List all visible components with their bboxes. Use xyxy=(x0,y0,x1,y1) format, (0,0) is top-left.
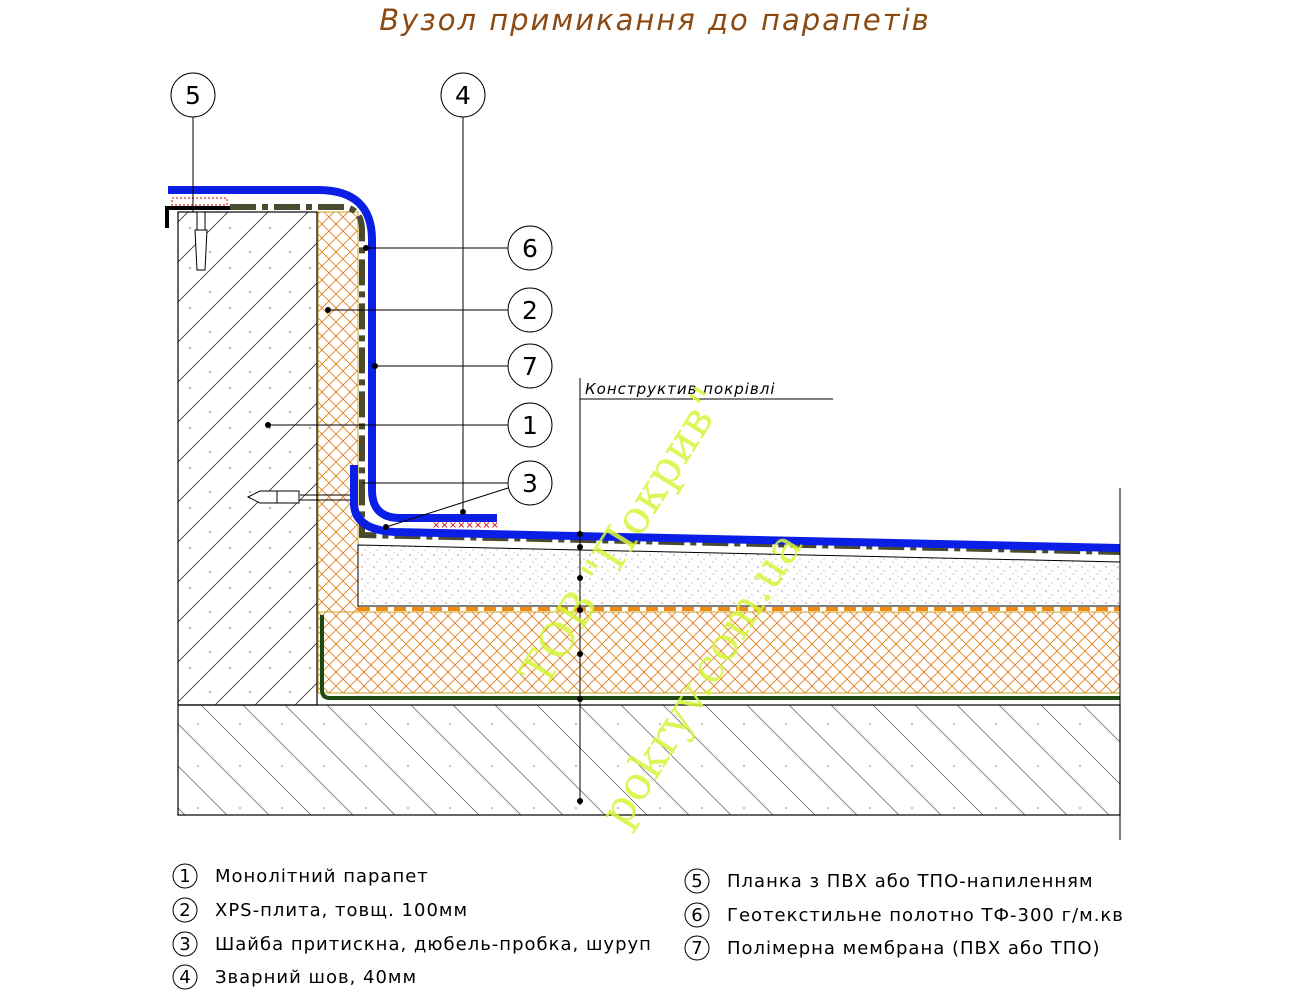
leader-lines xyxy=(192,117,1121,840)
svg-text:7: 7 xyxy=(522,352,538,381)
weld-seam-marks: ×××××××× xyxy=(432,520,499,531)
membrane-roof xyxy=(350,465,1121,552)
svg-text:Полімерна мембрана (ПВХ або ТП: Полімерна мембрана (ПВХ або ТПО) xyxy=(727,938,1101,959)
svg-text:6: 6 xyxy=(691,905,702,926)
svg-text:1: 1 xyxy=(522,411,538,440)
svg-text:4: 4 xyxy=(455,81,471,110)
svg-text:Геотекстильне полотно ТФ-300 г: Геотекстильне полотно ТФ-300 г/м.кв xyxy=(727,905,1124,926)
vapor-barrier xyxy=(320,615,1120,700)
svg-text:7: 7 xyxy=(691,938,702,959)
svg-text:3: 3 xyxy=(179,934,190,955)
drawing-title: Вузол примикання до парапетів xyxy=(379,3,931,37)
legend-item-5: 5 Планка з ПВХ або ТПО-напиленням xyxy=(684,868,1094,894)
svg-text:2: 2 xyxy=(179,900,190,921)
roof-construction-label: Конструктив покрівлі xyxy=(585,380,776,398)
legend-item-2: 2 XPS-плита, товщ. 100мм xyxy=(172,897,468,923)
weld-top xyxy=(171,197,228,206)
svg-text:1: 1 xyxy=(179,866,190,887)
svg-text:5: 5 xyxy=(185,81,201,110)
svg-text:4: 4 xyxy=(179,967,190,988)
legend-item-6: 6 Геотекстильне полотно ТФ-300 г/м.кв xyxy=(684,902,1124,928)
legend-item-4: 4 Зварний шов, 40мм xyxy=(172,964,417,990)
monolithic-parapet xyxy=(177,211,318,706)
svg-text:5: 5 xyxy=(691,871,702,892)
geotextile xyxy=(230,204,1121,555)
pvc-strip xyxy=(165,206,230,228)
base-slab xyxy=(177,704,1121,816)
svg-text:XPS-плита, товщ. 100мм: XPS-плита, товщ. 100мм xyxy=(215,900,468,921)
svg-text:2: 2 xyxy=(522,296,538,325)
callout-5: 5 xyxy=(170,72,216,118)
leader-dots xyxy=(265,245,583,804)
xps-horizontal xyxy=(317,611,1121,694)
xps-vertical xyxy=(317,211,359,613)
membrane-upstand xyxy=(168,186,497,522)
svg-text:3: 3 xyxy=(522,469,538,498)
callout-7: 7 xyxy=(507,343,553,389)
legend-item-3: 3 Шайба притискна, дюбель-пробка, шуруп xyxy=(172,931,652,957)
svg-text:Зварний шов, 40мм: Зварний шов, 40мм xyxy=(215,967,417,988)
callout-3: 3 xyxy=(507,460,553,506)
callout-4: 4 xyxy=(440,72,486,118)
svg-text:6: 6 xyxy=(522,234,538,263)
legend-item-1: 1 Монолітний парапет xyxy=(172,863,429,889)
callout-2: 2 xyxy=(507,287,553,333)
legend: 1 Монолітний парапет 2 XPS-плита, товщ. 10… xyxy=(172,863,1124,990)
legend-item-7: 7 Полімерна мембрана (ПВХ або ТПО) xyxy=(684,935,1101,961)
callout-6: 6 xyxy=(507,225,553,271)
svg-text:Монолітний парапет: Монолітний парапет xyxy=(215,866,429,887)
fastener-top xyxy=(194,211,208,271)
fastener-side xyxy=(246,490,358,504)
svg-text:Планка з ПВХ або ТПО-напилення: Планка з ПВХ або ТПО-напиленням xyxy=(727,871,1094,892)
callout-1: 1 xyxy=(507,402,553,448)
svg-text:Шайба притискна, дюбель-пробка: Шайба притискна, дюбель-пробка, шуруп xyxy=(215,934,652,955)
